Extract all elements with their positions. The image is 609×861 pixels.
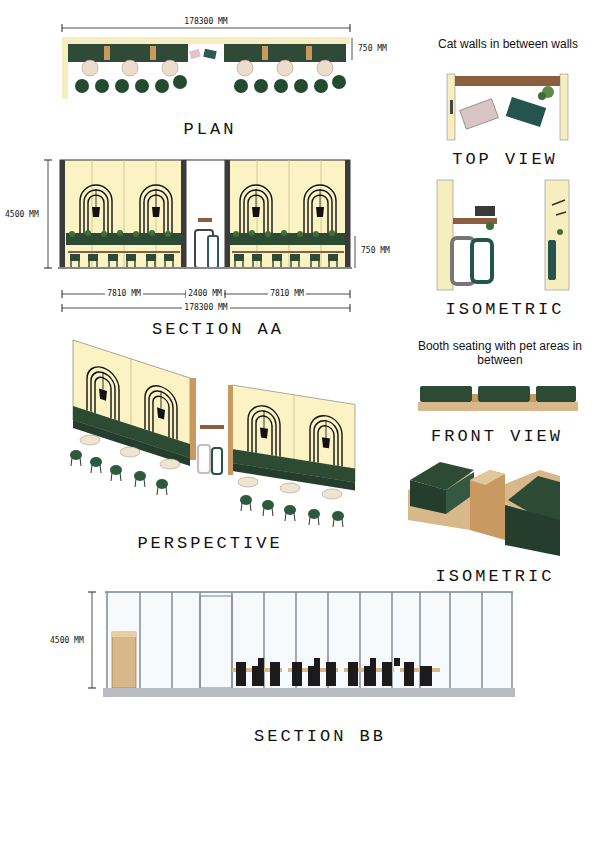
booth-isometric: [408, 462, 560, 556]
dimension-label: 7810 MM: [105, 289, 143, 298]
view-title: ISOMETRIC: [446, 300, 565, 320]
view-title: FRONT VIEW: [431, 427, 563, 447]
dimension-label: 4500 MM: [3, 210, 41, 219]
note-text: Cat walls in between walls: [438, 38, 578, 52]
dimension-label: 4500 MM: [48, 636, 86, 645]
plan-view: [62, 24, 352, 99]
view-title: PERSPECTIVE: [137, 534, 282, 554]
view-title: TOP VIEW: [452, 150, 558, 170]
view-title: SECTION BB: [254, 727, 386, 747]
dimension-label: 750 MM: [356, 44, 389, 53]
perspective-view: [70, 340, 355, 527]
section-aa: [44, 160, 355, 312]
dimension-label: 178300 MM: [182, 303, 229, 312]
dimension-label: 2400 MM: [186, 289, 224, 298]
section-bb: [88, 592, 515, 697]
dimension-label: 750 MM: [359, 246, 392, 255]
view-title: PLAN: [184, 120, 237, 140]
view-title: SECTION AA: [152, 320, 284, 340]
view-title: ISOMETRIC: [436, 567, 555, 587]
dimension-label: 178300 MM: [182, 17, 229, 26]
note-text: Booth seating with pet areas in between: [415, 340, 585, 368]
dimension-label: 7810 MM: [268, 289, 306, 298]
cat-wall-isometric: [437, 180, 569, 290]
booth-front-view: [418, 386, 578, 411]
cat-wall-top-view: [447, 74, 568, 140]
